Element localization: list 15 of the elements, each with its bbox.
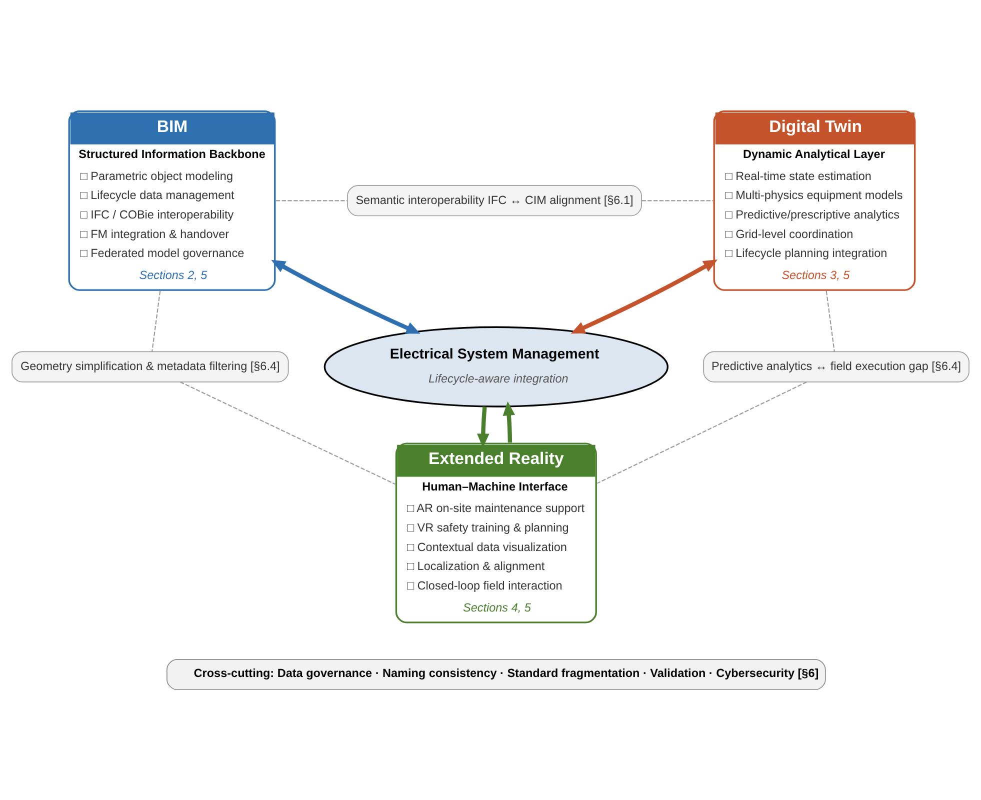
connector (826, 290, 835, 352)
connector (276, 200, 348, 202)
node-ellipse: Electrical System Management Lifecycle-aware integration (324, 326, 669, 408)
connector (642, 200, 714, 202)
connector (180, 381, 396, 485)
node-box: Semantic interoperability IFC ↔ CIM alignment [§6.1] (347, 185, 642, 216)
arrow (271, 260, 420, 334)
arrow (570, 259, 718, 334)
arrow (502, 401, 516, 443)
arrow (477, 406, 490, 448)
node-box: Cross-cutting: Data governance · Naming consistency · Standard fragmentation · Validation · Cybersecurity [§6] (166, 658, 826, 690)
connector (597, 381, 807, 484)
node-box: Geometry simplification & metadata filtering [§6.4] (12, 351, 289, 382)
connector (152, 290, 161, 352)
node-box: Predictive analytics ↔ field execution gap [§6.4] (703, 351, 970, 382)
